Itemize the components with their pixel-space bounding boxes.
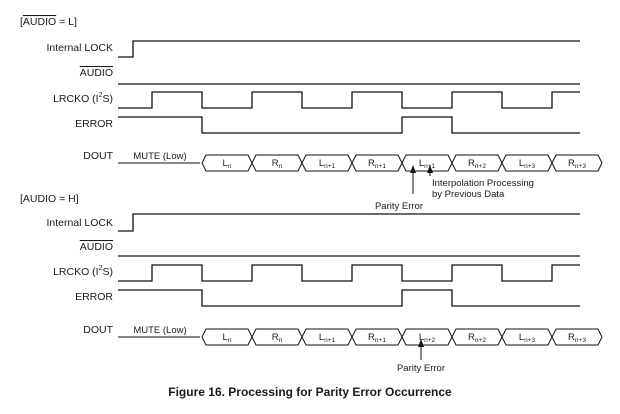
dout-cell-label: Rn+2 [468,158,486,170]
interpolation-label-line1: Interpolation Processing [432,178,534,189]
dout-cell-label: Ln+1 [319,158,336,170]
dout-cell-label: Rn+3 [568,158,586,170]
lrcko-waveform [118,264,580,282]
figure-caption: Figure 16. Processing for Parity Error O… [168,385,452,399]
signal-label-internal-lock: Internal LOCK [46,42,113,54]
lrcko-waveform [118,91,580,109]
signal-label-dout: DOUT [83,324,113,336]
dout-bus: Ln Rn Ln+1 Rn+1 Ln+1 Rn+2 Ln+3 Rn+3 [201,154,603,172]
parity-error-arrowhead [410,165,416,173]
section-condition: [AUDIO = L] [20,16,77,28]
signal-label-lrcko: LRCKO (I2S) [53,265,113,278]
dout-cell-label: Ln+3 [519,332,536,344]
dout-cell-label: Ln [223,158,232,170]
dout-cell-label: Ln [223,332,232,344]
signal-label-error: ERROR [75,291,113,303]
dout-cell-label: Ln+1 [419,158,436,170]
signal-label-audio: AUDIO [80,241,113,253]
dout-cell-label: Rn+2 [468,332,486,344]
dout-mute-label: MUTE (Low) [133,151,186,162]
dout-cell-label: Ln+1 [319,332,336,344]
dout-cell-label: Rn+3 [568,332,586,344]
signal-label-error: ERROR [75,118,113,130]
signal-label-audio: AUDIO [80,67,113,79]
internal-lock-waveform [118,213,580,232]
signal-label-dout: DOUT [83,150,113,162]
dout-cell-label: Rn [272,158,283,170]
internal-lock-waveform [118,40,580,58]
dout-cell-label: Ln+2 [419,332,436,344]
dout-cell-label: Rn+1 [368,332,386,344]
section-audio-high: [AUDIO = H] Internal LOCK AUDIO LRCKO (I… [20,193,603,374]
parity-error-label: Parity Error [397,363,445,374]
error-waveform [118,289,580,307]
dout-cell-label: Rn+1 [368,158,386,170]
dout-cell-label: Rn [272,332,283,344]
dout-bus: Ln Rn Ln+1 Rn+1 Ln+2 Rn+2 Ln+3 Rn+3 [201,328,603,346]
signal-label-internal-lock: Internal LOCK [46,217,113,229]
parity-error-arrowhead [418,339,424,347]
section-audio-low: [AUDIO = L] Internal LOCK AUDIO LRCKO (I… [20,16,603,212]
interpolation-label-line2: by Previous Data [432,189,505,200]
dout-cell-label: Ln+3 [519,158,536,170]
dout-cell [551,328,603,346]
dout-mute-label: MUTE (Low) [133,325,186,336]
parity-error-label: Parity Error [375,201,423,212]
signal-label-lrcko: LRCKO (I2S) [53,92,113,105]
dout-cell [551,154,603,172]
section-condition: [AUDIO = H] [20,193,79,205]
interpolation-arrowhead [427,165,433,173]
error-waveform [118,116,580,134]
